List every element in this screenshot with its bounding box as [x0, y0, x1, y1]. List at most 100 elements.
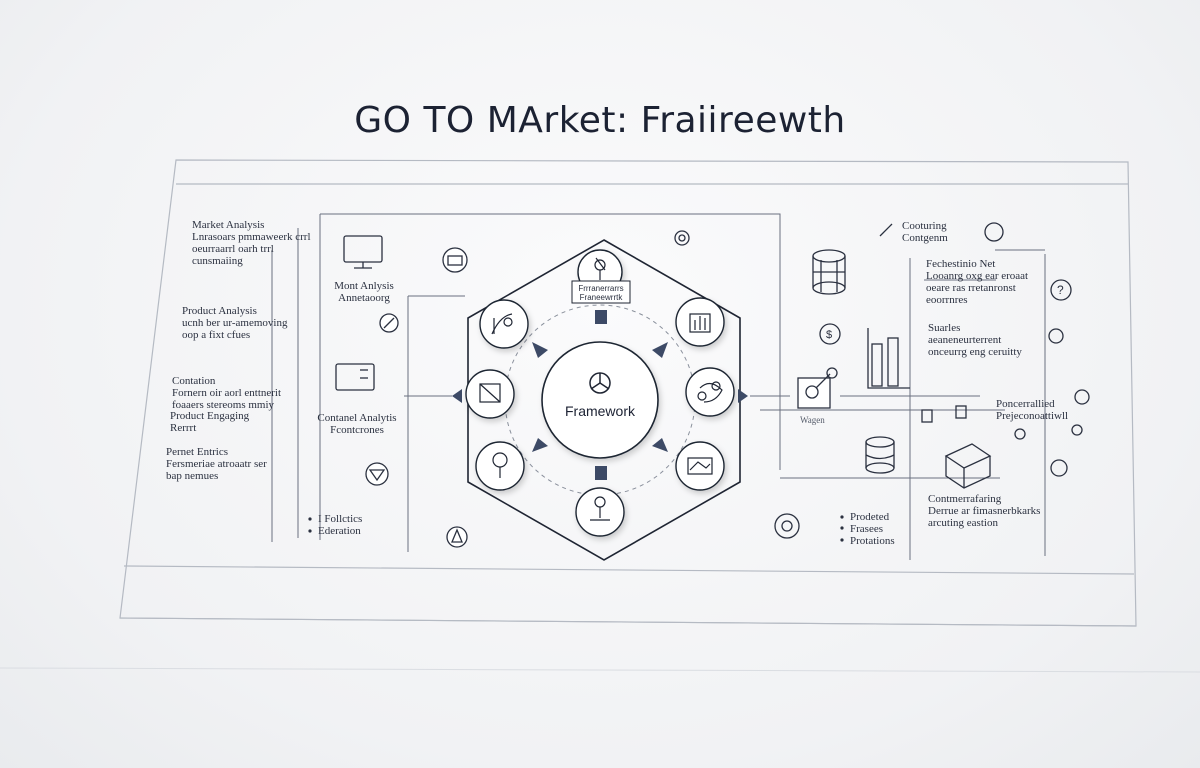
top-node-label-box [571, 280, 631, 304]
box-icon [944, 443, 992, 489]
network-icon [697, 381, 723, 403]
content-analysis-sub: Fcontcrones [330, 424, 384, 436]
personalized-line-2: Prejeconoattiwll [996, 410, 1069, 422]
fechestinio-heading: Fechestinio Net [926, 258, 996, 270]
magnifier-icon [797, 367, 838, 409]
connector-lines [271, 213, 1046, 560]
question-icon: ? [1050, 279, 1072, 301]
screen-icon [687, 457, 713, 475]
center-circle [541, 341, 659, 459]
market-analysis-line: Lnrasoars pmmaweerk crrl [192, 231, 311, 243]
node-right [685, 367, 735, 417]
dollar-icon: $ [819, 323, 841, 345]
bullet-item: Protations [850, 535, 895, 547]
node-left [465, 369, 515, 419]
coaching-line-1: Cooturing [902, 220, 947, 232]
bullet-item: I Follctics [318, 513, 363, 525]
product-analysis-line: oop a fixt cfues [182, 329, 251, 341]
bullet-dots [308, 515, 844, 542]
board-frame [119, 159, 1137, 627]
analytics-board-icon [335, 363, 375, 391]
fechestinio-line: Looanrg oxg ear eroaat [926, 270, 1029, 282]
node-lower-left [475, 441, 525, 491]
contation-line: foaaers stereoms mmiy [172, 399, 275, 411]
stack-icon [1050, 459, 1068, 477]
frame-icon [479, 383, 501, 403]
commercial-line: Derrue ar fimasnerbkarks [928, 505, 1041, 517]
arrow-markers [452, 310, 748, 480]
bullet-item: Prodeted [850, 511, 890, 523]
svg-text:$: $ [826, 329, 832, 341]
bullet-item: Ederation [318, 525, 361, 537]
database-icon [865, 436, 895, 474]
floor-lines [0, 667, 1200, 673]
growth-icon [491, 313, 513, 335]
settings-icon [1048, 328, 1064, 344]
top-node-line-1: Frrranerrarrs [578, 284, 624, 293]
product-analysis-block: Product Analysis ucnh ber ur-amemoving o… [182, 305, 287, 341]
person-icon [590, 496, 610, 521]
mid-left-bullets: I Follctics Ederation [318, 513, 362, 537]
suarles-line: onceurrg eng ceruitty [928, 346, 1022, 358]
product-engaging-heading: Product Engaging [170, 410, 250, 422]
fechestinio-line: oeare ras rretanronst [926, 282, 1016, 294]
commercial-block: Contmerrafaring Derrue ar fimasnerbkarks… [928, 493, 1040, 529]
mont-analysis-heading: Mont Anlysis [334, 280, 394, 292]
content-analysis-block: Contanel Analytis Fcontcrones [312, 412, 402, 436]
content-analysis-heading: Contanel Analytis [317, 412, 397, 424]
gear-icon [774, 513, 800, 539]
market-analysis-line: oeurraarrl oarh trrl [192, 243, 274, 255]
chart-bars-icon [867, 328, 910, 389]
pernet-entrics-line: bap nemues [166, 470, 219, 482]
user-icon [446, 526, 468, 548]
right-bullets: Prodeted Frasees Protations [850, 511, 895, 547]
hexagon-frame [467, 239, 741, 561]
mont-analysis-block: Mont Anlysis Annetaoorg [322, 280, 406, 304]
node-lower-right [675, 441, 725, 491]
shield-icon [365, 462, 389, 486]
top-node-line-2: Franeewrrtk [579, 293, 623, 302]
mont-analysis-sub: Annetaoorg [338, 292, 390, 304]
target-icon [674, 230, 690, 246]
center-label: Framework [564, 403, 635, 419]
contation-line: Fornern oir aorl enttnerit [172, 387, 282, 399]
suarles-block: Suarles aeaneneurterrent onceurrg eng ce… [928, 322, 1022, 358]
pencil-icon [379, 313, 399, 333]
top-node-label: Frrranerrarrs Franeewrrtk [572, 284, 630, 302]
ring-icon [1014, 424, 1083, 440]
tree-icon [594, 257, 606, 280]
badge-icon [984, 222, 1004, 242]
wagon-label: Wagen [800, 415, 825, 425]
product-engaging-block: Product Engaging Rerrrt [170, 410, 249, 434]
market-analysis-heading: Market Analysis [192, 219, 265, 231]
market-analysis-block: Market Analysis Lnrasoars pmmaweerk crrl… [192, 219, 311, 267]
product-engaging-line: Rerrrt [170, 422, 197, 434]
commercial-line: arcuting eastion [928, 517, 998, 529]
personalized-block: Poncerrallied Prejeconoattiwll [996, 398, 1068, 422]
folder-icon [442, 247, 468, 273]
mercedes-icon [589, 372, 611, 394]
fechestinio-line: eoorrnres [926, 294, 968, 306]
product-analysis-heading: Product Analysis [182, 305, 257, 317]
pernet-entrics-block: Pernet Entrics Fersmeriae atroaatr ser b… [166, 446, 267, 482]
pernet-entrics-heading: Pernet Entrics [166, 446, 229, 458]
balloon-icon [492, 452, 508, 478]
contation-heading: Contation [172, 375, 216, 387]
suarles-line: aeaneneurterrent [928, 334, 1002, 346]
svg-text:?: ? [1057, 283, 1064, 297]
database-grid-icon [812, 249, 846, 295]
bar-chart-icon [689, 313, 711, 333]
monitor-icon [343, 235, 383, 269]
balloon-small-icon [1074, 389, 1090, 405]
document-icon [921, 405, 967, 423]
diagram-title: GO TO MArket: Fraiireewth [354, 100, 846, 141]
coaching-block: Cooturing Contgenm [902, 220, 948, 244]
personalized-line-1: Poncerrallied [996, 398, 1055, 410]
contation-block: Contation Fornern oir aorl enttnerit foa… [172, 375, 281, 411]
suarles-heading: Suarles [928, 322, 961, 334]
pernet-entrics-line: Fersmeriae atroaatr ser [166, 458, 267, 470]
coaching-line-2: Contgenm [902, 232, 948, 244]
bullet-item: Frasees [850, 523, 883, 535]
market-analysis-line: cunsmaiing [192, 255, 243, 267]
